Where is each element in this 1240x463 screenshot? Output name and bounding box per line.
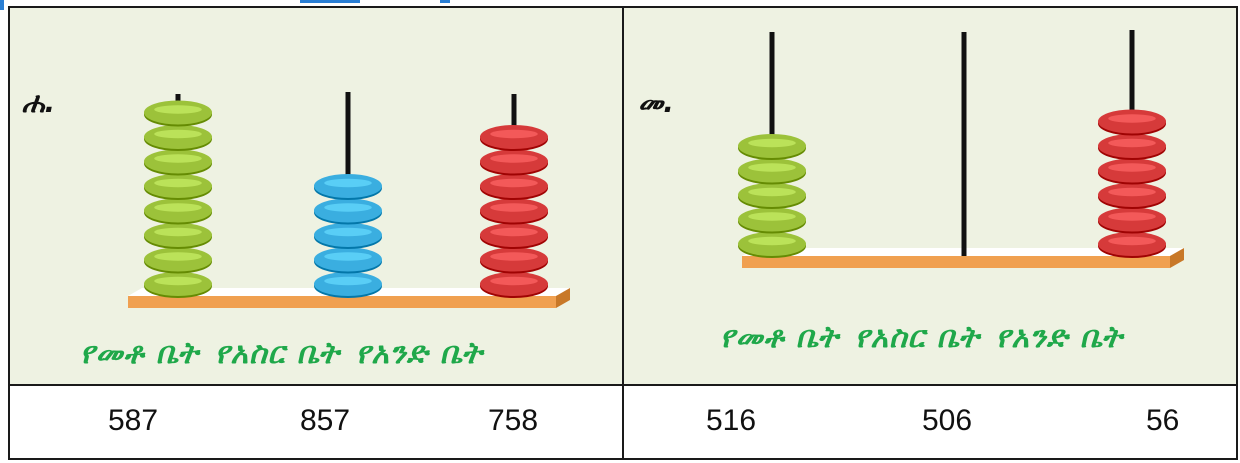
rod-tens — [961, 32, 967, 256]
panel-a-options: 587 857 758 — [8, 384, 624, 460]
panel-b: መ. የመቶ ቤት የአስር ቤት የአንድ ቤት — [622, 6, 1238, 386]
bead-ones — [480, 272, 548, 298]
bead-hundreds — [144, 100, 212, 127]
bead-ones — [1098, 134, 1166, 160]
bead-tens — [314, 198, 382, 225]
bead-ones — [1098, 207, 1166, 234]
abacus-base — [742, 256, 1170, 268]
panel-b-place-labels: የመቶ ቤት የአስር ቤት የአንድ ቤት — [720, 320, 1139, 355]
option-a-1[interactable]: 587 — [108, 404, 159, 437]
bead-hundreds — [144, 149, 212, 176]
option-b-2[interactable]: 506 — [922, 404, 973, 437]
bead-hundreds — [738, 183, 806, 209]
bead-ones — [480, 149, 548, 176]
abacus-base — [128, 296, 556, 308]
label-ones: የአንድ ቤት — [995, 320, 1123, 355]
bead-tens — [314, 223, 382, 249]
top-dash-mark — [440, 0, 450, 3]
panel-b-letter: መ. — [638, 86, 674, 119]
bead-tens — [314, 174, 382, 200]
bead-ones — [1098, 109, 1166, 136]
bead-ones — [1098, 183, 1166, 209]
abacus-b — [738, 30, 1184, 268]
label-tens: የአስር ቤት — [214, 336, 340, 371]
bead-hundreds — [738, 134, 806, 160]
option-b-3[interactable]: 56 — [1146, 404, 1180, 437]
bead-hundreds — [144, 247, 212, 274]
bead-ones — [480, 174, 548, 200]
bead-tens — [314, 272, 382, 298]
panel-a-place-labels: የመቶ ቤት የአስር ቤት የአንድ ቤት — [80, 336, 499, 371]
abacus-base-side — [1170, 248, 1184, 268]
bead-hundreds — [144, 198, 212, 225]
panel-a-letter: ሐ. — [22, 86, 56, 119]
panel-a: ሐ. የመቶ ቤት የአስር ቤት የአንድ ቤት — [8, 6, 624, 386]
bead-hundreds — [144, 272, 212, 298]
bead-ones — [1098, 232, 1166, 258]
bead-tens — [314, 247, 382, 274]
bead-ones — [480, 198, 548, 225]
option-a-3[interactable]: 758 — [488, 404, 539, 437]
abacus-base-side — [556, 288, 570, 308]
bead-hundreds — [738, 232, 806, 258]
label-tens: የአስር ቤት — [854, 320, 980, 355]
label-hundreds: የመቶ ቤት — [80, 336, 199, 371]
option-a-2[interactable]: 857 — [300, 404, 351, 437]
exercise-grid: ሐ. የመቶ ቤት የአስር ቤት የአንድ ቤት መ. የመቶ ቤት የአስር… — [8, 6, 1238, 460]
bead-hundreds — [144, 125, 212, 151]
label-hundreds: የመቶ ቤት — [720, 320, 839, 355]
panel-b-options: 516 506 56 — [622, 384, 1238, 460]
bead-ones — [480, 247, 548, 274]
bead-hundreds — [738, 207, 806, 234]
bead-ones — [480, 125, 548, 151]
bead-hundreds — [738, 158, 806, 185]
label-ones: የአንድ ቤት — [355, 336, 483, 371]
corner-mark — [0, 0, 4, 10]
option-b-1[interactable]: 516 — [706, 404, 757, 437]
bead-hundreds — [144, 174, 212, 200]
bead-ones — [480, 223, 548, 249]
abacus-a — [128, 92, 570, 308]
bead-ones — [1098, 158, 1166, 185]
bead-hundreds — [144, 223, 212, 249]
top-dash-mark — [300, 0, 360, 3]
